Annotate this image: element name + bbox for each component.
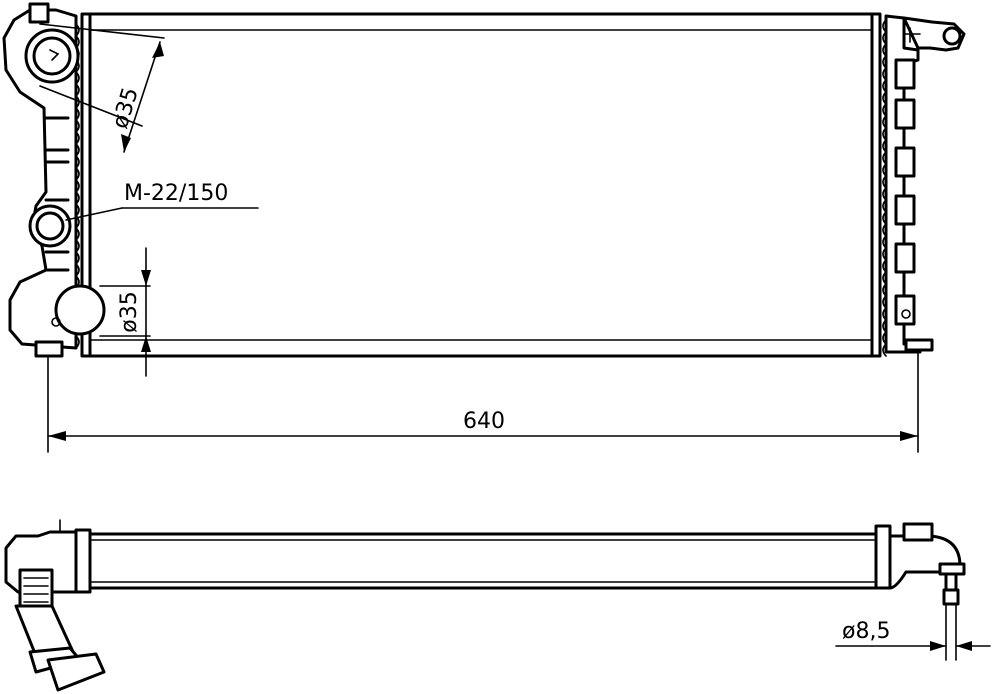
bottom-hose-outlet (51, 284, 106, 336)
drain-diameter-label: ø8,5 (842, 619, 890, 644)
right-tank-pockets (894, 58, 916, 326)
bottom-hose-pipe-side (14, 568, 106, 692)
front-view: ø35 M-22/150 ø35 640 (2, 2, 966, 453)
top-view: ø8,5 (4, 519, 991, 692)
width-label: 640 (463, 409, 505, 434)
drain-diameter-dimension: ø8,5 (835, 603, 991, 661)
width-dimension: 640 (47, 353, 919, 453)
right-outlet-side (888, 522, 966, 606)
top-hose-outlet (24, 28, 80, 84)
middle-boss (28, 204, 72, 248)
thread-callout: M-22/150 (65, 181, 259, 221)
thread-label: M-22/150 (124, 181, 228, 206)
right-bracket (902, 16, 966, 52)
radiator-core (80, 12, 882, 358)
bottom-diameter-dimension: ø35 (99, 247, 151, 377)
bottom-diameter-label: ø35 (117, 291, 142, 332)
tube-body (84, 532, 882, 590)
left-tank (2, 8, 78, 350)
